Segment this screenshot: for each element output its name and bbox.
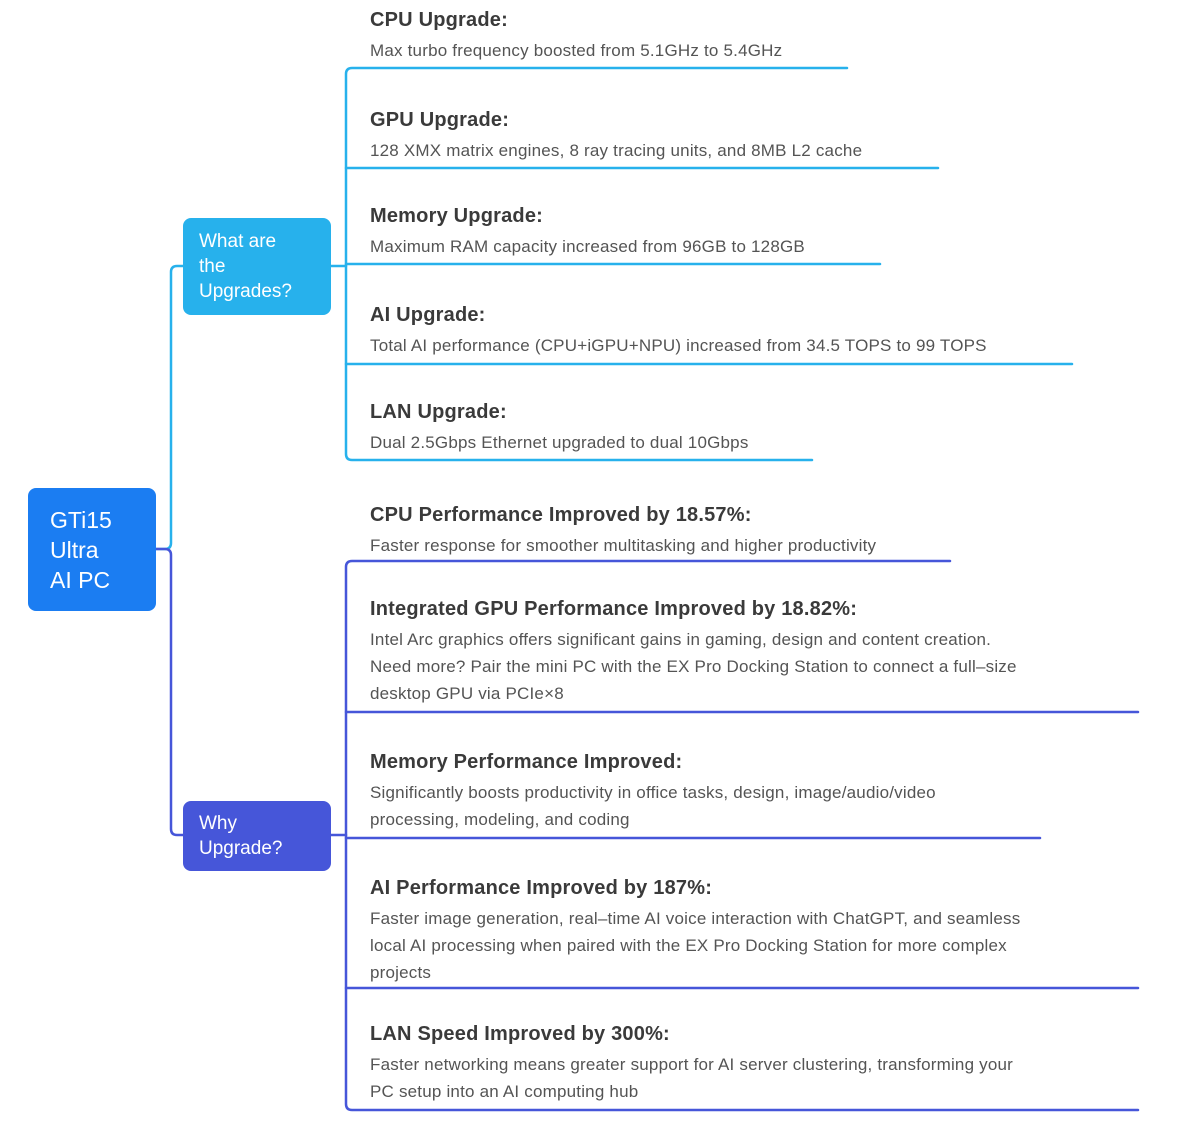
- connector-root-to-upgrades: [154, 264, 185, 551]
- branch-node-why: Why Upgrade?: [183, 801, 331, 871]
- item-desc: Faster image generation, real–time AI vo…: [370, 909, 1021, 982]
- item-title: Memory Performance Improved:: [370, 751, 683, 773]
- item-desc: Faster response for smoother multitaskin…: [370, 536, 877, 555]
- item-title: AI Upgrade:: [370, 304, 486, 326]
- item-cpu-upgrade: CPU Upgrade: Max turbo frequency boosted…: [370, 8, 782, 64]
- item-desc: Dual 2.5Gbps Ethernet upgraded to dual 1…: [370, 433, 749, 452]
- item-lan-speed: LAN Speed Improved by 300%: Faster netwo…: [370, 1022, 1013, 1105]
- root-node: GTi15 Ultra AI PC: [28, 488, 156, 611]
- item-ai-performance: AI Performance Improved by 187%: Faster …: [370, 876, 1020, 986]
- item-desc: Significantly boosts productivity in off…: [370, 783, 936, 829]
- branch-why-label: Why Upgrade?: [199, 813, 283, 859]
- item-title: Integrated GPU Performance Improved by 1…: [370, 598, 858, 620]
- item-desc: Max turbo frequency boosted from 5.1GHz …: [370, 41, 783, 60]
- root-node-label: GTi15 Ultra AI PC: [50, 506, 112, 593]
- item-title: CPU Upgrade:: [370, 9, 508, 31]
- item-title: Memory Upgrade:: [370, 205, 544, 227]
- item-lan-upgrade: LAN Upgrade: Dual 2.5Gbps Ethernet upgra…: [370, 400, 749, 456]
- item-title: CPU Performance Improved by 18.57%:: [370, 504, 752, 526]
- connector-root-to-why: [154, 547, 185, 837]
- item-title: AI Performance Improved by 187%:: [370, 877, 713, 899]
- item-desc: 128 XMX matrix engines, 8 ray tracing un…: [370, 141, 863, 160]
- branch-node-upgrades: What are the Upgrades?: [183, 218, 331, 315]
- item-memory-performance: Memory Performance Improved: Significant…: [370, 750, 936, 833]
- item-cpu-performance: CPU Performance Improved by 18.57%: Fast…: [370, 503, 876, 559]
- item-desc: Faster networking means greater support …: [370, 1055, 1014, 1101]
- item-title: LAN Speed Improved by 300%:: [370, 1023, 670, 1045]
- item-title: GPU Upgrade:: [370, 109, 510, 131]
- branch-upgrades-label: What are the Upgrades?: [199, 231, 292, 302]
- item-desc: Intel Arc graphics offers significant ga…: [370, 630, 1017, 703]
- item-gpu-upgrade: GPU Upgrade: 128 XMX matrix engines, 8 r…: [370, 108, 862, 164]
- item-title: LAN Upgrade:: [370, 401, 507, 423]
- item-memory-upgrade: Memory Upgrade: Maximum RAM capacity inc…: [370, 204, 805, 260]
- item-ai-upgrade: AI Upgrade: Total AI performance (CPU+iG…: [370, 303, 987, 359]
- item-desc: Maximum RAM capacity increased from 96GB…: [370, 237, 805, 256]
- item-desc: Total AI performance (CPU+iGPU+NPU) incr…: [370, 336, 987, 355]
- item-gpu-performance: Integrated GPU Performance Improved by 1…: [370, 597, 1017, 707]
